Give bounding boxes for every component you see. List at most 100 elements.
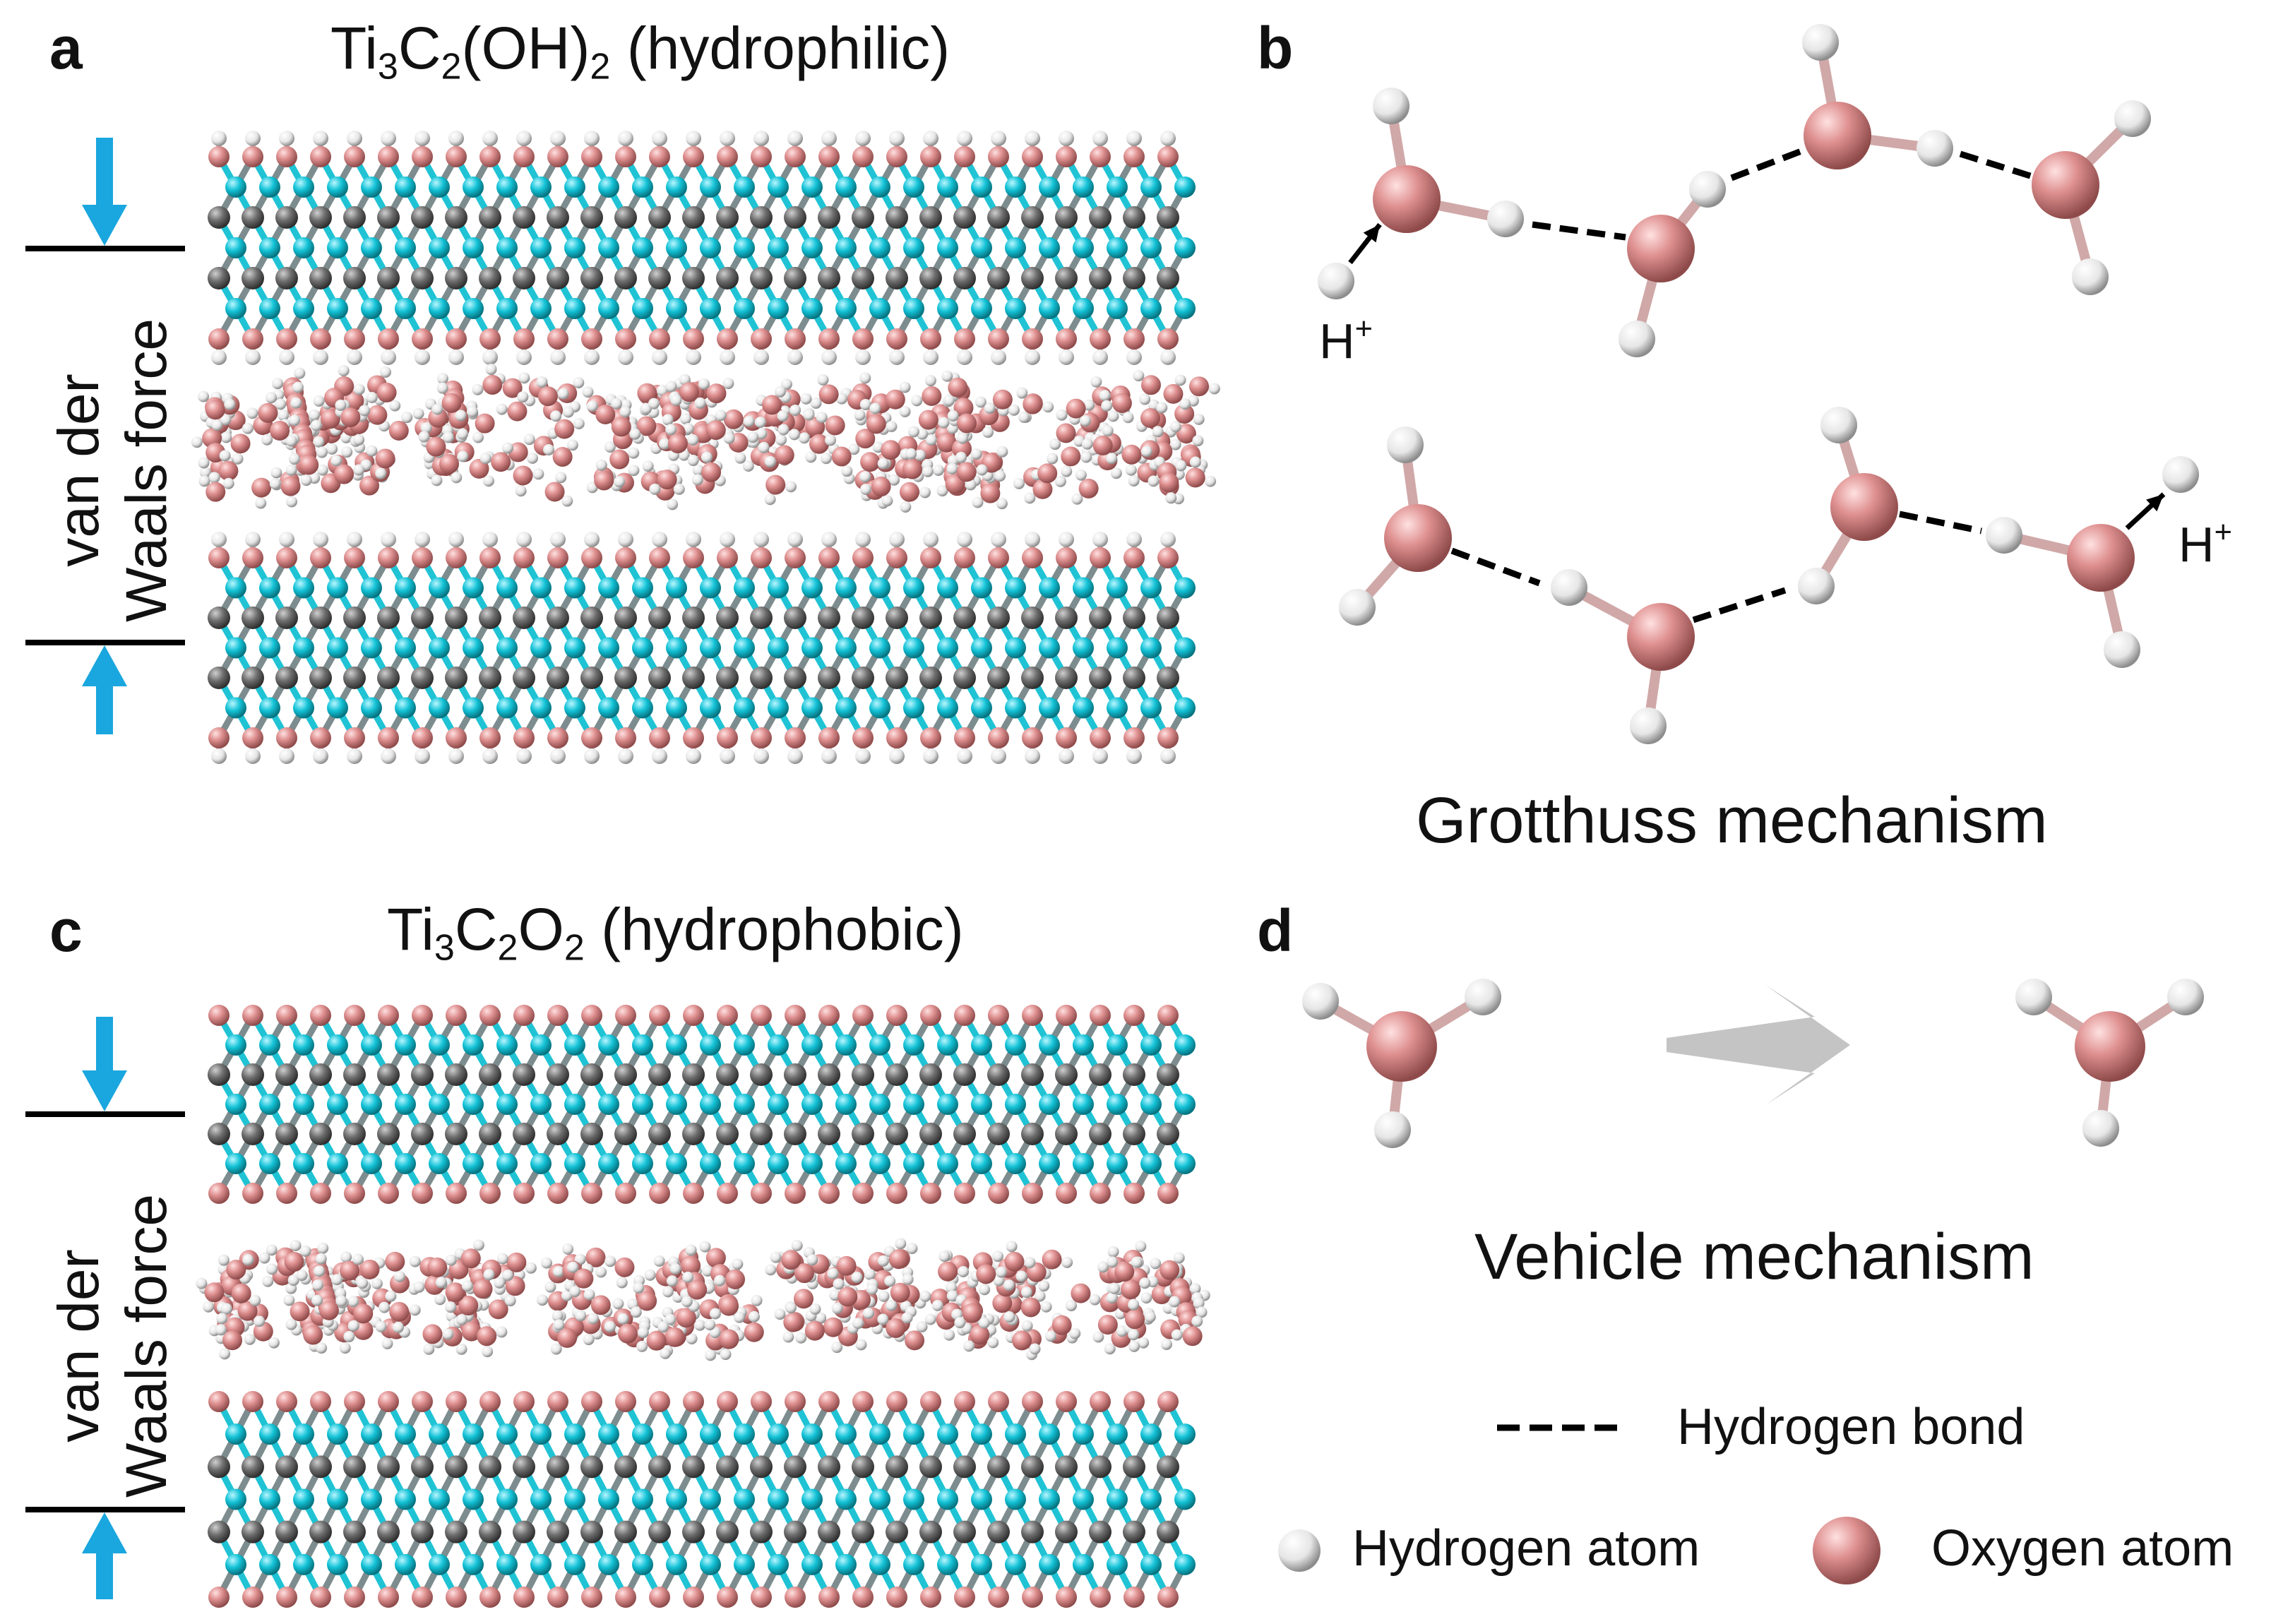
water-hydrogen — [1193, 1297, 1205, 1309]
water-hydrogen — [1104, 1343, 1116, 1355]
water-hydrogen — [1133, 370, 1145, 382]
hydrogen-atom — [957, 532, 972, 547]
oxygen-atom — [581, 547, 602, 568]
carbon-atom — [343, 607, 366, 629]
carbon-atom — [987, 1520, 1010, 1544]
water-hydrogen — [272, 378, 284, 390]
carbon-atom — [580, 206, 603, 229]
oxygen-atom — [1090, 328, 1111, 350]
water-hydrogen — [1169, 1296, 1181, 1308]
oxygen-atom — [344, 146, 365, 167]
water-oxygen — [818, 384, 839, 405]
oxygen-atom — [513, 1587, 535, 1608]
oxygen-atom — [2075, 1011, 2145, 1082]
water-hydrogen — [543, 443, 555, 455]
water-hydrogen — [1015, 1270, 1027, 1282]
water-oxygen — [970, 1325, 990, 1345]
water-oxygen — [1125, 1309, 1145, 1330]
titanium-atom — [327, 577, 348, 599]
water-hydrogen — [994, 470, 1006, 482]
water-hydrogen — [586, 400, 598, 412]
water-oxygen — [445, 1282, 465, 1303]
titanium-atom — [835, 697, 857, 719]
water-hydrogen — [751, 1294, 763, 1306]
water-hydrogen — [286, 496, 298, 508]
titanium-atom — [225, 177, 246, 198]
water-hydrogen — [1179, 398, 1191, 410]
hydrogen-bond-line — [1899, 511, 1982, 535]
water-hydrogen — [770, 1251, 782, 1263]
water-oxygen — [957, 413, 977, 434]
water-hydrogen — [567, 1261, 579, 1273]
hydrogen-atom — [686, 131, 701, 146]
oxygen-atom — [717, 547, 738, 568]
water-hydrogen — [1092, 1331, 1104, 1343]
titanium-atom — [293, 1094, 314, 1115]
water-hydrogen — [946, 1290, 958, 1302]
water-hydrogen — [472, 383, 484, 395]
hydrogen-bond-line — [1959, 150, 2034, 180]
water-oxygen — [611, 417, 631, 437]
water-hydrogen — [224, 398, 236, 410]
titanium-atom — [327, 1488, 348, 1510]
carbon-atom — [784, 667, 806, 689]
carbon-atom — [852, 267, 874, 289]
water-hydrogen — [569, 1286, 581, 1298]
titanium-atom — [496, 177, 518, 198]
titanium-atom — [395, 1034, 416, 1056]
titanium-atom — [259, 1488, 280, 1510]
water-oxygen — [980, 483, 1001, 503]
water-hydrogen — [747, 431, 759, 443]
titanium-atom — [700, 298, 721, 319]
oxygen-atom — [818, 328, 840, 350]
water-hydrogen — [805, 451, 817, 463]
water-hydrogen — [254, 1315, 266, 1327]
carbon-atom — [614, 267, 637, 289]
water-hydrogen — [1097, 1261, 1109, 1273]
carbon-atom — [580, 607, 603, 629]
water-hydrogen — [1140, 1292, 1152, 1304]
water-hydrogen — [758, 441, 770, 453]
titanium-atom — [530, 1423, 552, 1445]
water-hydrogen — [1191, 1315, 1203, 1327]
water-hydrogen — [1066, 1300, 1078, 1312]
carbon-atom — [818, 607, 840, 629]
titanium-atom — [801, 298, 823, 319]
hydrogen-atom — [211, 350, 227, 365]
titanium-atom — [768, 637, 789, 659]
carbon-atom — [513, 206, 535, 229]
water-oxygen — [885, 389, 905, 410]
titanium-atom — [327, 237, 348, 258]
titanium-atom — [700, 237, 721, 258]
carbon-atom — [377, 1455, 400, 1479]
titanium-atom — [1174, 237, 1196, 258]
oxygen-atom — [649, 328, 670, 350]
carbon-atom — [275, 1455, 298, 1479]
titanium-atom — [632, 237, 653, 258]
panel-letter-b: b — [1257, 15, 1294, 81]
titanium-atom — [1039, 577, 1060, 599]
titanium-atom — [1107, 637, 1128, 659]
carbon-atom — [513, 1123, 535, 1145]
water-hydrogen — [270, 467, 282, 479]
water-hydrogen — [974, 396, 987, 408]
titanium-atom — [1073, 1553, 1094, 1575]
oxygen-atom — [1090, 1587, 1111, 1608]
carbon-atom — [919, 1455, 942, 1479]
water-hydrogen — [992, 1250, 1004, 1262]
oxygen-atom — [1157, 146, 1179, 167]
water-oxygen — [1023, 394, 1043, 414]
water-hydrogen — [954, 1317, 966, 1329]
titanium-atom — [395, 1094, 416, 1115]
titanium-atom — [937, 1423, 958, 1445]
water-hydrogen — [292, 381, 304, 393]
titanium-atom — [1174, 1094, 1196, 1115]
carbon-atom — [1123, 1123, 1145, 1145]
water-hydrogen — [536, 376, 548, 388]
water-oxygen — [719, 1296, 739, 1316]
water-oxygen — [1111, 393, 1132, 413]
water-oxygen — [676, 1308, 696, 1328]
oxygen-atom — [513, 1183, 535, 1204]
carbon-atom — [886, 1063, 908, 1086]
water-hydrogen — [409, 1304, 421, 1316]
